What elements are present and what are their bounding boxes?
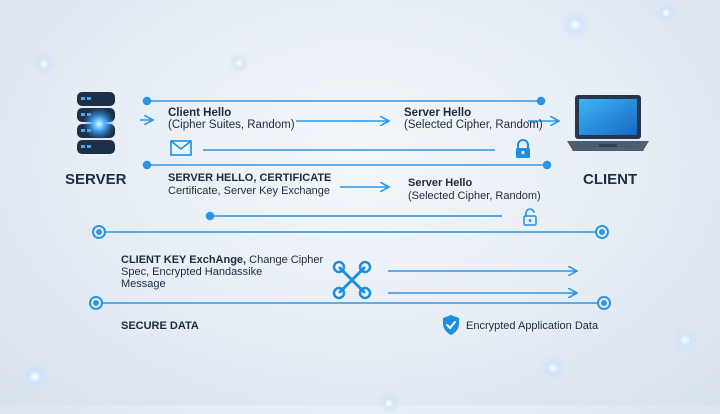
tools-icon	[332, 260, 372, 300]
row1-dot-left	[142, 96, 152, 106]
server-label: SERVER	[65, 171, 127, 188]
step1-left-title: Client Hello	[168, 107, 232, 119]
row2-return-dot	[205, 211, 215, 221]
lock-icon	[516, 139, 530, 158]
step2-right-title: Server Hello	[408, 177, 473, 189]
step2-right-detail: (Selected Cipher, Random)	[408, 190, 541, 202]
step1-left-detail: (Cipher Suites, Random)	[168, 119, 295, 131]
step3-title-bold: CLIENT KEY ExchAnge,	[121, 254, 247, 266]
shield-check-icon	[443, 315, 459, 335]
flow-lines	[89, 96, 611, 310]
database-server-icon	[77, 92, 115, 154]
encrypted-data-label: Encrypted Application Data	[466, 320, 599, 332]
step2-left-title: SERVER HELLO, CERTIFICATE	[168, 172, 332, 184]
step3-line3: Message	[121, 278, 166, 290]
step1-right-detail: (Selected Cipher, Random)	[404, 119, 543, 131]
step3-line2: Spec, Encrypted Handassike	[121, 266, 263, 278]
client-label: CLIENT	[583, 171, 638, 188]
secure-data-label: SECURE DATA	[121, 320, 199, 332]
row2-dot-left	[142, 160, 152, 170]
step2-left-detail: Certificate, Server Key Exchange	[168, 185, 331, 197]
envelope-icon	[170, 140, 192, 156]
step3-line1: CLIENT KEY ExchAnge, Change Cipher	[121, 254, 323, 267]
laptop-icon	[567, 95, 649, 151]
step3-title-rest: Change Cipher	[246, 254, 324, 266]
row1-dot-right	[536, 96, 546, 106]
unlock-icon	[523, 208, 537, 226]
step1-right-title: Server Hello	[404, 107, 472, 119]
row2-dot-right	[542, 160, 552, 170]
